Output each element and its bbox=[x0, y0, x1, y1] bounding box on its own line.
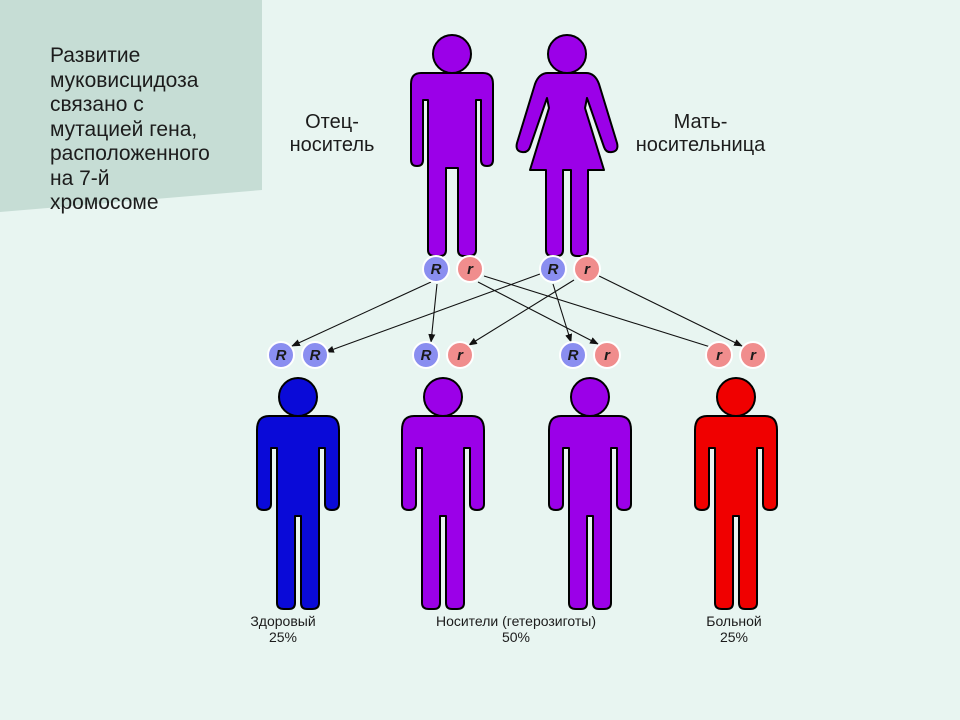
child-3-head bbox=[570, 377, 610, 417]
child-4-head bbox=[716, 377, 756, 417]
intro-line: мутацией гена, bbox=[50, 117, 198, 141]
child-2-allele-2: r bbox=[446, 341, 474, 369]
father-allele-label: R bbox=[431, 261, 442, 278]
child-1-body bbox=[256, 415, 340, 610]
mother-label: Мать- носительница bbox=[618, 111, 783, 157]
intro-line: Развитие bbox=[50, 44, 141, 67]
father-head bbox=[432, 34, 472, 74]
mother-allele-2: r bbox=[573, 255, 601, 283]
child-4-body bbox=[694, 415, 778, 610]
child-3-allele-2: r bbox=[593, 341, 621, 369]
father-allele-2: r bbox=[456, 255, 484, 283]
arrow-father-R-to-child1 bbox=[291, 281, 432, 347]
intro-line: хромосоме bbox=[50, 191, 159, 214]
caption-sick-label: Больной bbox=[706, 613, 762, 629]
child-1-allele-label: R bbox=[276, 347, 287, 364]
father-label: Отец- носитель bbox=[272, 111, 392, 157]
mother-allele-label: R bbox=[548, 261, 559, 278]
child-1-head bbox=[278, 377, 318, 417]
child-1-figure bbox=[256, 377, 340, 610]
child-4-allele-label: r bbox=[716, 347, 723, 364]
child-3-allele-1: R bbox=[559, 341, 587, 369]
child-2-allele-1: R bbox=[412, 341, 440, 369]
father-label-line: носитель bbox=[289, 134, 375, 156]
child-3-body bbox=[548, 415, 632, 610]
intro-line: на 7-й bbox=[50, 166, 110, 190]
father-label-line: Отец- bbox=[305, 111, 359, 133]
mother-allele-1: R bbox=[539, 255, 567, 283]
child-2-figure bbox=[401, 377, 485, 610]
father-allele-1: R bbox=[422, 255, 450, 283]
mother-label-line: носительница bbox=[635, 134, 766, 156]
caption-healthy-percent: 25% bbox=[268, 629, 298, 645]
caption-carriers: Носители (гетерозиготы) 50% bbox=[401, 613, 631, 645]
mother-figure bbox=[515, 34, 619, 257]
mother-allele-label: r bbox=[584, 261, 591, 278]
child-4-figure bbox=[694, 377, 778, 610]
mother-label-line: Мать- bbox=[673, 111, 728, 133]
child-2-head bbox=[423, 377, 463, 417]
father-figure bbox=[410, 34, 494, 257]
caption-healthy: Здоровый 25% bbox=[233, 613, 333, 645]
intro-line: связано с bbox=[50, 93, 144, 116]
child-3-allele-label: R bbox=[568, 347, 579, 364]
father-allele-label: r bbox=[467, 261, 474, 278]
child-4-allele-label: r bbox=[750, 347, 757, 364]
intro-line: муковисцидоза bbox=[50, 68, 199, 92]
caption-healthy-label: Здоровый bbox=[250, 613, 316, 629]
arrow-mother-R-to-child3 bbox=[552, 283, 573, 343]
child-4-allele-1: r bbox=[705, 341, 733, 369]
child-3-figure bbox=[548, 377, 632, 610]
mother-head bbox=[547, 34, 587, 74]
intro-line: расположенного bbox=[50, 142, 210, 165]
child-2-allele-label: R bbox=[421, 347, 432, 364]
child-1-allele-2: R bbox=[301, 341, 329, 369]
child-4-allele-2: r bbox=[739, 341, 767, 369]
intro-text: Развитие муковисцидоза связано с мутацие… bbox=[50, 44, 250, 216]
child-1-allele-1: R bbox=[267, 341, 295, 369]
inheritance-arrows bbox=[291, 273, 743, 353]
caption-carriers-percent: 50% bbox=[501, 629, 531, 645]
child-2-allele-label: r bbox=[457, 347, 464, 364]
caption-sick-percent: 25% bbox=[719, 629, 749, 645]
mother-body bbox=[515, 72, 619, 257]
arrow-mother-R-to-child1 bbox=[325, 273, 541, 353]
arrow-father-r-to-child3 bbox=[477, 281, 599, 345]
arrow-father-r-to-child4 bbox=[483, 275, 721, 351]
child-1-allele-label: R bbox=[310, 347, 321, 364]
arrow-mother-r-to-child4 bbox=[594, 273, 743, 347]
father-body bbox=[410, 72, 494, 257]
arrow-mother-r-to-child2 bbox=[468, 279, 575, 346]
caption-carriers-label: Носители (гетерозиготы) bbox=[435, 613, 597, 629]
child-3-allele-label: r bbox=[604, 347, 611, 364]
child-2-body bbox=[401, 415, 485, 610]
caption-sick: Больной 25% bbox=[684, 613, 784, 645]
